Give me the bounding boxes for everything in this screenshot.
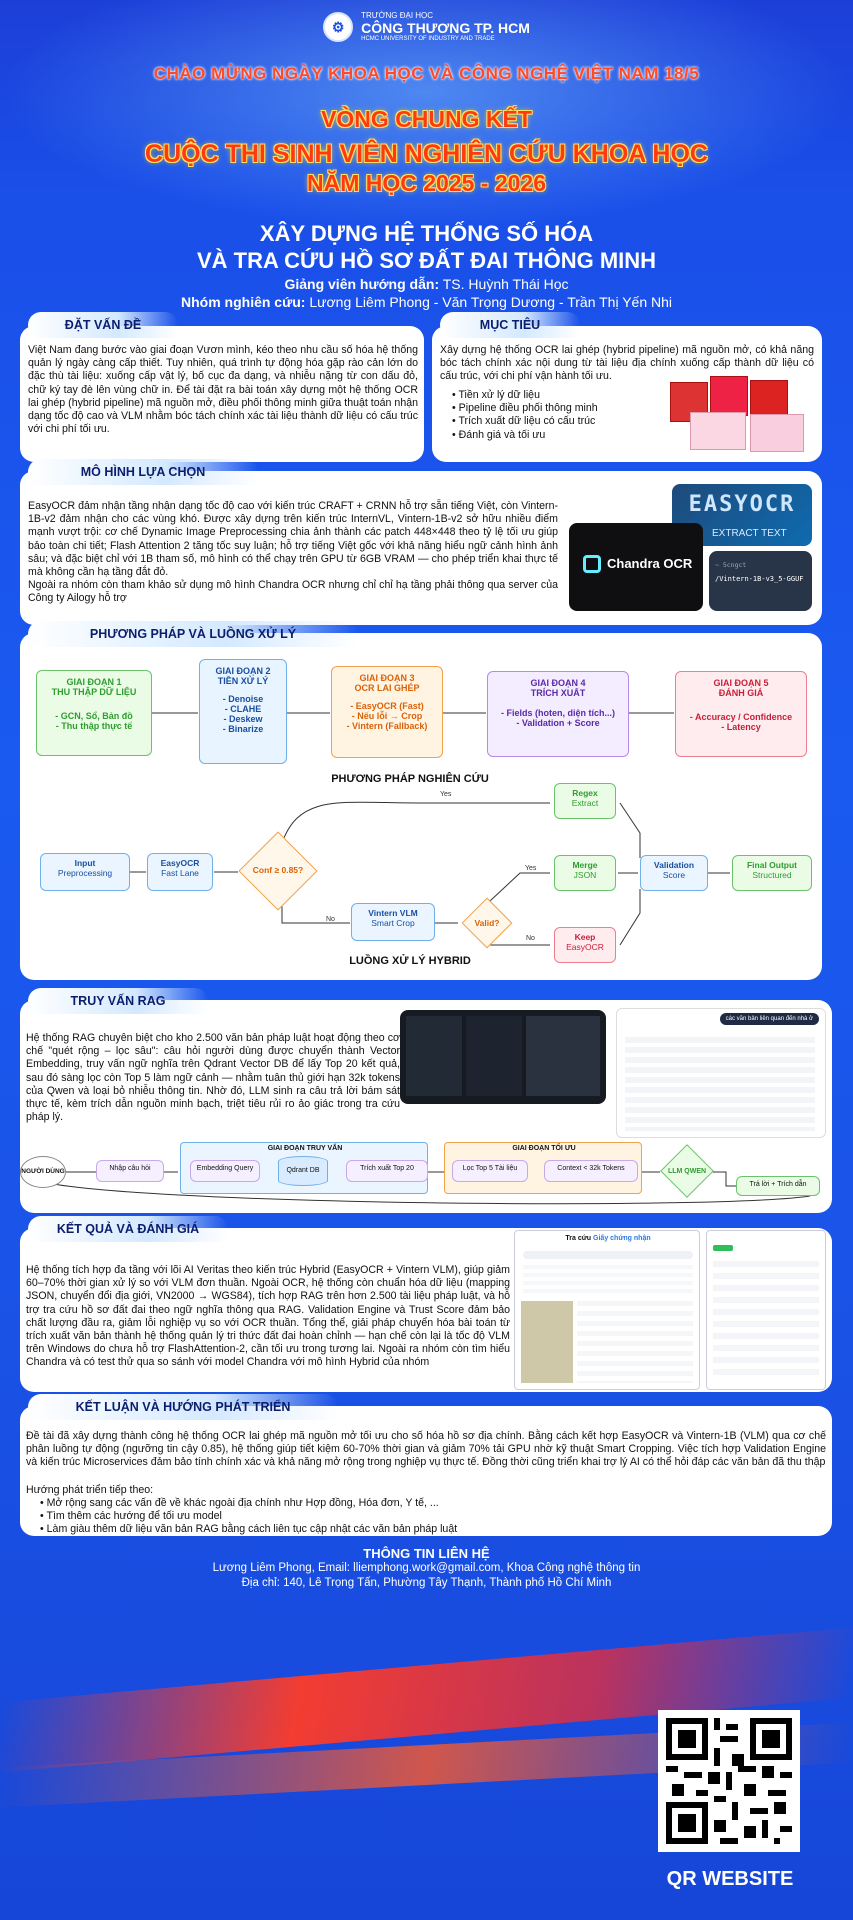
contact-line1: Lương Liêm Phong, Email: lliemphong.work… [212,1562,641,1574]
objective-text: Xây dựng hệ thống OCR lai ghép (hybrid p… [440,344,814,383]
rag-app-screenshot [400,1010,606,1104]
future-label: Hướng phát triển tiếp theo: [26,1484,154,1496]
objective-item: Tiền xử lý dữ liệu [452,389,642,402]
method-tag: PHƯƠNG PHÁP VÀ LUỒNG XỬ LÝ [28,621,358,647]
academic-year: NĂM HỌC 2025 - 2026 [306,170,547,196]
conclusion-section: KẾT LUẬN VÀ HƯỚNG PHÁT TRIỂN Đề tài đã x… [20,1394,832,1537]
rag-top20-node: Trích xuất Top 20 [346,1160,428,1182]
rag-llm-label: LLM QWEN [667,1168,707,1175]
project-title-block: XÂY DỰNG HỆ THỐNG SỐ HÓA VÀ TRA CỨU HỒ S… [0,220,853,310]
results-section: KẾT QUẢ VÀ ĐÁNH GIÁ Hệ thống tích hợp đa… [20,1216,832,1392]
qr-website-label: QR WEBSITE [666,1868,794,1890]
future-item: Tìm thêm các hướng để tối ưu model [40,1510,820,1523]
stage-3-box: GIAI ĐOẠN 3 OCR LAI GHÉP - EasyOCR (Fast… [331,666,443,758]
results-text: Hệ thống tích hợp đa tầng với lõi AI Ver… [26,1264,510,1369]
contact-line2: Địa chỉ: 140, Lê Trọng Tấn, Phường Tây T… [241,1577,612,1589]
objective-tag: MỤC TIÊU [440,312,580,338]
rag-context-node: Context < 32k Tokens [544,1160,638,1182]
objective-section: MỤC TIÊU Xây dựng hệ thống OCR lai ghép … [432,312,822,462]
method-section: PHƯƠNG PHÁP VÀ LUỒNG XỬ LÝ GIAI ĐOẠN 1 T… [20,621,822,980]
advisor: Giảng viên hướng dẫn: TS. Huỳnh Thái Học [284,276,569,292]
model-text: EasyOCR đảm nhận tầng nhận dạng tốc độ c… [28,500,558,605]
research-team: Nhóm nghiên cứu: Lương Liêm Phong - Văn … [180,294,673,310]
contact-heading: THÔNG TIN LIÊN HỆ [363,1546,490,1561]
chat-user-bubble: các văn bản liên quan đến nhà ở [719,1013,819,1025]
qr-code-icon[interactable] [658,1710,800,1852]
rag-qdrant-node: Qdrant DB [278,1156,328,1186]
rag-chat-screenshot: các văn bản liên quan đến nhà ở [616,1008,826,1138]
results-tag: KẾT QUẢ VÀ ĐÁNH GIÁ [28,1216,228,1242]
model-section: MÔ HÌNH LỰA CHỌN EasyOCR đảm nhận tầng n… [20,459,822,625]
final-round-title: VÒNG CHUNG KẾT [321,106,532,132]
conclusion-text: Đề tài đã xây dựng thành công hệ thống O… [26,1430,826,1469]
rag-section: TRUY VẤN RAG Hệ thống RAG chuyên biệt ch… [20,988,832,1213]
rag-ask-node: Nhập câu hỏi [96,1160,164,1182]
school-logo-icon: ⚙ [323,12,354,43]
future-list: Mở rộng sang các vấn đề về khác ngoài đị… [40,1497,820,1537]
vintern-terminal-image: ~ 5cngct /Vintern-1B-v3_5-GGUF [709,551,812,611]
results-app-screenshot: Tra cứu Giấy chứng nhận [514,1230,700,1390]
problem-tag: ĐẶT VẤN ĐỀ [28,312,178,338]
objective-item: Đánh giá và tối ưu [452,429,642,442]
contest-title: CUỘC THI SINH VIÊN NGHIÊN CỨU KHOA HỌC [145,140,708,168]
rag-tag: TRUY VẤN RAG [28,988,208,1014]
objective-list: Tiền xử lý dữ liệu Pipeline điều phối th… [452,389,642,442]
school-line1: TRƯỜNG ĐẠI HỌC [361,11,434,20]
results-detail-screenshot [706,1230,826,1390]
project-title-line1: XÂY DỰNG HỆ THỐNG SỐ HÓA [259,221,594,246]
poster-header: ⚙ TRƯỜNG ĐẠI HỌC CÔNG THƯƠNG TP. HCM HCM… [0,0,853,228]
chandra-ocr-logo-image: Chandra OCR [569,523,703,611]
school-english-name: HCMC UNIVERSITY OF INDUSTRY AND TRADE [361,36,495,43]
objective-item: Trích xuất dữ liệu có cấu trúc [452,415,642,428]
yes-label: Yes [440,791,452,798]
school-name: CÔNG THƯƠNG TP. HCM [361,19,530,36]
problem-section: ĐẶT VẤN ĐỀ Việt Nam đang bước vào giai đ… [20,312,424,462]
rag-user-node: NGƯỜI DÙNG [20,1156,66,1188]
rag-top5-node: Lọc Top 5 Tài liệu [452,1160,528,1182]
land-certificate-images [670,376,810,456]
hybrid-flow-caption: LUỒNG XỬ LÝ HYBRID [349,955,471,967]
stage-5-box: GIAI ĐOẠN 5 ĐÁNH GIÁ - Accuracy / Confid… [675,671,807,757]
problem-text: Việt Nam đang bước vào giai đoạn Vươn mì… [28,344,418,436]
decision-valid-label: Valid? [474,918,500,928]
stage-1-box: GIAI ĐOẠN 1 THU THẬP DỮ LIỆU - GCN, Sổ, … [36,670,152,756]
model-tag: MÔ HÌNH LỰA CHỌN [28,459,258,485]
research-method-caption: PHƯƠNG PHÁP NGHIÊN CỨU [331,773,489,785]
objective-item: Pipeline điều phối thông minh [452,402,642,415]
stage-4-box: GIAI ĐOẠN 4 TRÍCH XUẤT - Fields (hoten, … [487,671,629,757]
conclusion-tag: KẾT LUẬN VÀ HƯỚNG PHÁT TRIỂN [28,1394,338,1420]
rag-text: Hệ thống RAG chuyên biệt cho kho 2.500 v… [26,1032,400,1124]
rag-embedding-node: Embedding Query [190,1160,260,1182]
no-label: No [326,916,335,923]
stage-2-box: GIAI ĐOẠN 2 TIỀN XỬ LÝ - Denoise - CLAHE… [199,659,287,764]
welcome-banner: CHÀO MỪNG NGÀY KHOA HỌC VÀ CÔNG NGHỆ VIỆ… [153,64,700,83]
no-label-2: No [526,935,535,942]
project-title-line2: VÀ TRA CỨU HỒ SƠ ĐẤT ĐAI THÔNG MINH [196,248,657,273]
contact-info: THÔNG TIN LIÊN HỆ Lương Liêm Phong, Emai… [0,1546,853,1591]
future-item: Làm giàu thêm dữ liệu văn bản RAG bằng c… [40,1523,820,1536]
rag-answer-node: Trả lời + Trích dẫn [736,1176,820,1196]
future-item: Mở rộng sang các vấn đề về khác ngoài đị… [40,1497,820,1510]
school-logo-row: ⚙ TRƯỜNG ĐẠI HỌC CÔNG THƯƠNG TP. HCM HCM… [0,11,853,43]
decision-confidence-label: Conf ≥ 0.85? [252,865,304,875]
yes-label-2: Yes [525,865,537,872]
